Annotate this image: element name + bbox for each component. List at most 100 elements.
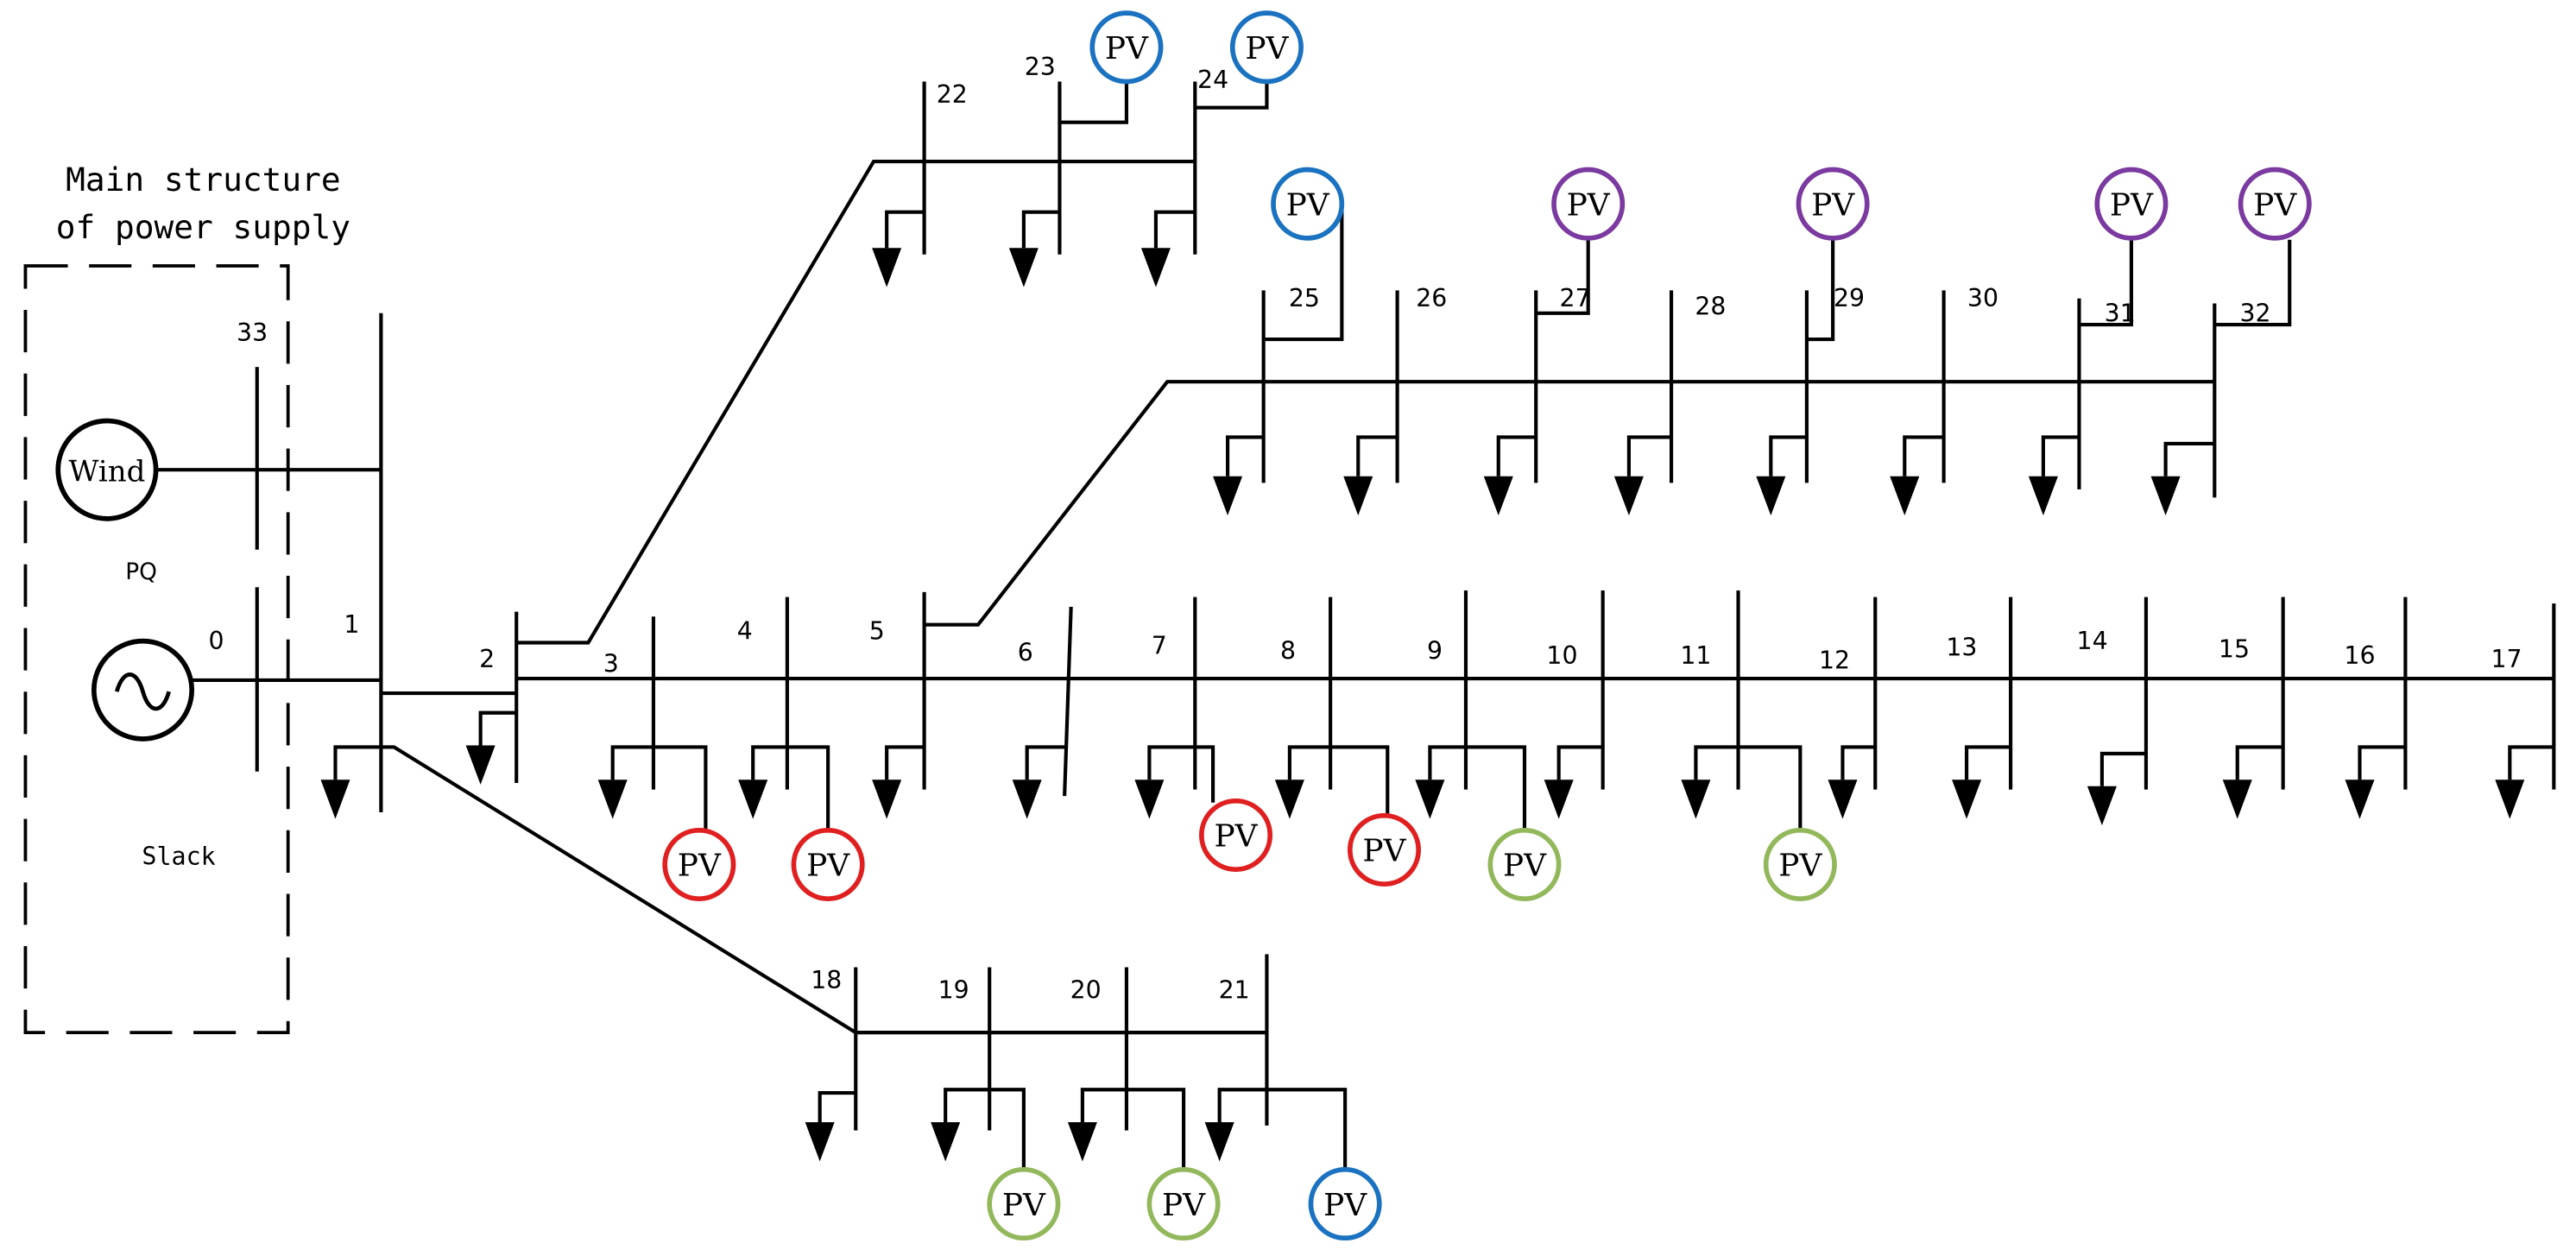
pv-connector: [653, 745, 708, 829]
wind-label: Wind: [68, 454, 145, 489]
load-arrow-icon: [1890, 435, 1944, 516]
bus-label-19: 19: [938, 975, 969, 1004]
load-arrow-icon: [1012, 745, 1065, 819]
pv-connector: [1059, 83, 1129, 124]
pv-connector: [1465, 745, 1527, 829]
pv-unit-icon: PV: [1551, 167, 1626, 241]
load-arrow-icon: [1613, 435, 1672, 516]
pv-label: PV: [2253, 187, 2297, 223]
bus-label-13: 13: [1946, 634, 1977, 662]
pv-connector: [1738, 745, 1803, 829]
load-arrow-icon: [2150, 441, 2215, 516]
pv-connector: [1806, 239, 1835, 342]
bus-labels: 0 1 2 3 4 5 6 7 8 9 10 11 12 13 14 15 16…: [209, 53, 2522, 1005]
load-arrow-icon: [1274, 745, 1331, 819]
load-arrow-icon: [1067, 1088, 1127, 1162]
load-arrow-icon: [1681, 745, 1739, 819]
slack-label: Slack: [142, 842, 215, 870]
box-title-line2: of power supply: [56, 208, 350, 246]
pv-connector: [1266, 1088, 1348, 1168]
pv-unit-icon: PV: [1271, 167, 1345, 241]
pv-unit-icon: PV: [1487, 827, 1562, 902]
pv-label: PV: [806, 849, 850, 884]
bus-label-25: 25: [1289, 284, 1320, 312]
load-arrow-icon: [1008, 210, 1060, 287]
pv-label: PV: [1002, 1188, 1046, 1223]
load-arrow-icon: [1952, 745, 2011, 819]
pv-connector: [1126, 1088, 1186, 1168]
bus-label-27: 27: [1560, 284, 1591, 312]
pv-connector: [2079, 239, 2134, 327]
bus-label-15: 15: [2219, 635, 2250, 664]
pv-label: PV: [1105, 31, 1149, 66]
pv-connector: [786, 745, 830, 829]
power-supply-box: [23, 264, 290, 1035]
network-lines: [155, 159, 2554, 1035]
load-arrow-icon: [1544, 745, 1603, 819]
load-arrow-icon: [2087, 751, 2146, 826]
pv-unit-icon: PV: [987, 1167, 1061, 1241]
bus-bars: [255, 81, 2556, 1131]
box-title-line1: Main structure: [66, 161, 340, 199]
load-arrow-icon: [931, 1088, 990, 1162]
loads: [320, 210, 2554, 1162]
pv-unit-icon: PV: [1308, 1167, 1382, 1241]
bus-label-5: 5: [869, 617, 885, 646]
pv-label: PV: [1503, 849, 1547, 884]
load-arrow-icon: [1343, 435, 1398, 516]
bus-label-12: 12: [1819, 647, 1850, 675]
bus-label-24: 24: [1197, 66, 1228, 94]
wind-generator-icon: [55, 418, 159, 521]
pv-unit-icon: PV: [1089, 10, 1164, 85]
pv-unit-icon: PV: [1796, 167, 1870, 241]
pv-label: PV: [1567, 187, 1611, 223]
bus-label-23: 23: [1025, 53, 1056, 81]
pq-label: PQ: [125, 559, 157, 585]
pv-connector: [1195, 745, 1215, 803]
bus-label-16: 16: [2344, 641, 2375, 670]
bus-label-2: 2: [479, 645, 495, 673]
bus-label-0: 0: [209, 627, 224, 655]
load-arrow-icon: [1134, 745, 1196, 819]
bus-label-1: 1: [344, 610, 359, 639]
pv-label: PV: [1162, 1188, 1206, 1223]
bus-label-17: 17: [2491, 645, 2522, 673]
load-arrow-icon: [2028, 435, 2080, 516]
slack-generator-icon: [91, 638, 195, 742]
load-arrow-icon: [2222, 745, 2283, 819]
bus-label-3: 3: [603, 650, 619, 678]
pv-label: PV: [2110, 187, 2154, 223]
bus-label-28: 28: [1695, 293, 1726, 321]
bus-label-10: 10: [1546, 641, 1577, 670]
load-arrow-icon: [320, 745, 382, 819]
pv-connector: [1330, 745, 1390, 814]
pv-unit-icon: PV: [1347, 812, 1422, 887]
load-arrow-icon: [872, 745, 925, 819]
pv-unit-icon: PV: [1763, 827, 1837, 902]
load-arrow-icon: [1756, 435, 1807, 516]
pv-label: PV: [1286, 187, 1330, 223]
pv-unit-icon: PV: [2238, 167, 2312, 241]
pv-connector: [1536, 239, 1590, 315]
bus-label-22: 22: [937, 80, 968, 109]
pv-unit-icon: PV: [1146, 1167, 1221, 1241]
pv-unit-icon: PV: [1229, 10, 1304, 85]
load-arrow-icon: [2345, 745, 2406, 819]
load-arrow-icon: [1204, 1088, 1267, 1162]
bus-label-6: 6: [1018, 638, 1033, 666]
load-arrow-icon: [738, 745, 787, 819]
load-arrow-icon: [1140, 210, 1196, 287]
pv-unit-icon: PV: [791, 827, 865, 902]
pv-connector: [989, 1088, 1026, 1168]
load-arrow-icon: [1828, 745, 1876, 819]
pv-connector: [1195, 83, 1269, 110]
load-arrow-icon: [1483, 435, 1537, 516]
bus-label-11: 11: [1680, 641, 1711, 670]
load-arrow-icon: [872, 210, 925, 287]
pv-label: PV: [1811, 187, 1855, 223]
bus-label-26: 26: [1416, 284, 1447, 312]
pv-label: PV: [1778, 849, 1822, 884]
bus-label-32: 32: [2240, 299, 2271, 327]
